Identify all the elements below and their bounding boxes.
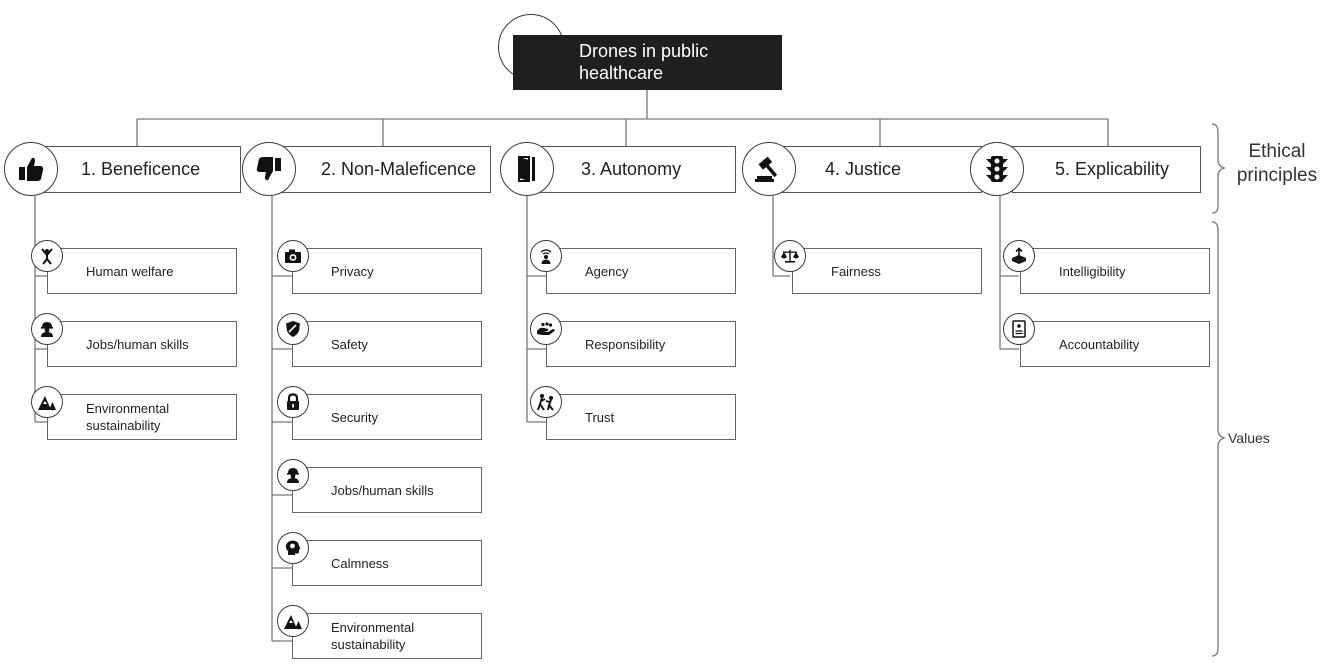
principle-label: 2. Non-Maleficence [321,159,477,179]
root-label-line1: Drones in public [579,41,709,61]
value-label: Calmness [331,555,389,572]
value-box: Jobs/human skills [292,467,482,513]
value-label-line: Human welfare [86,263,174,279]
value-box: Trust [546,394,736,440]
value-label: Safety [331,336,368,353]
value-label: Jobs/human skills [331,482,434,499]
value-label-line: Privacy [331,263,374,279]
value-label-line: Jobs/human skills [331,482,434,498]
value-label: Agency [585,263,628,280]
mountain-tree-icon [31,386,63,418]
value-box: Security [292,394,482,440]
box-arrow-icon [1003,240,1035,272]
bracket [1211,221,1227,657]
value-box: Accountability [1020,321,1210,367]
value-label: Security [331,409,378,426]
value-label-line: Environmental [331,620,415,635]
value-box: Calmness [292,540,482,586]
value-box: Agency [546,248,736,294]
head-icon [277,532,309,564]
document-icon [1003,313,1035,345]
value-box: Privacy [292,248,482,294]
value-label: Jobs/human skills [86,336,189,353]
person-signal-icon [530,240,562,272]
camera-icon [277,240,309,272]
value-label-line: Security [331,409,378,425]
value-label: Privacy [331,263,374,280]
mountain-tree-icon [277,605,309,637]
balance-scale-icon [774,240,806,272]
principle-label: 4. Justice [825,159,902,179]
principle-label: 5. Explicability [1055,159,1170,179]
value-label: Fairness [831,263,881,280]
value-box: Fairness [792,248,982,294]
thumbs-down-icon [242,142,296,196]
value-label: Intelligibility [1059,263,1125,280]
value-label-line: Responsibility [585,336,666,352]
thumbs-up-icon [4,142,58,196]
person-cheering-icon [31,240,63,272]
ethical-label-line1: Ethical [1248,141,1306,162]
value-box: Environmental sustainability [47,394,237,440]
value-label: Environmental sustainability [86,400,169,434]
value-label: Trust [585,409,614,426]
value-box: Responsibility [546,321,736,367]
trust-fall-icon [530,386,562,418]
shield-icon [277,313,309,345]
gavel-icon [742,142,796,196]
value-label: Accountability [1059,336,1139,353]
traffic-light-icon [970,142,1024,196]
value-label: Responsibility [585,336,665,353]
value-label-line: Fairness [831,263,881,279]
value-label-line: Agency [585,263,629,279]
door-icon [500,142,554,196]
principle-label: 3. Autonomy [581,159,682,179]
value-label-line: Calmness [331,555,389,571]
principle-box: 1. Beneficence [44,146,241,193]
values-label: Values [1228,430,1270,446]
principle-box: 2. Non-Maleficence [282,146,491,193]
value-label-line: Accountability [1059,336,1140,352]
value-label-line: sustainability [331,637,406,652]
ethical-label-line2: principles [1236,165,1318,186]
value-box: Jobs/human skills [47,321,237,367]
value-label-line: Trust [585,409,615,425]
value-label-line: Safety [331,336,368,352]
hands-icon [530,313,562,345]
worker-icon [31,313,63,345]
value-label-line: sustainability [86,418,161,433]
principle-box: 3. Autonomy [540,146,736,193]
value-box: Safety [292,321,482,367]
value-box: Human welfare [47,248,237,294]
root-node: Drones in public healthcare [513,35,782,90]
value-label: Environmental sustainability [331,619,414,653]
principle-box: 4. Justice [782,146,982,193]
worker-icon [277,459,309,491]
bracket [1211,123,1227,214]
value-label: Human welfare [86,263,173,280]
value-box: Intelligibility [1020,248,1210,294]
principle-label: 1. Beneficence [81,159,201,179]
lock-icon [277,386,309,418]
root-label-line2: healthcare [579,63,664,83]
value-label-line: Intelligibility [1059,263,1126,279]
principle-box: 5. Explicability [1012,146,1201,193]
value-box: Environmental sustainability [292,613,482,659]
value-label-line: Environmental [86,401,170,416]
value-label-line: Jobs/human skills [86,336,189,352]
ethical-principles-label: Ethical principles [1228,140,1326,188]
